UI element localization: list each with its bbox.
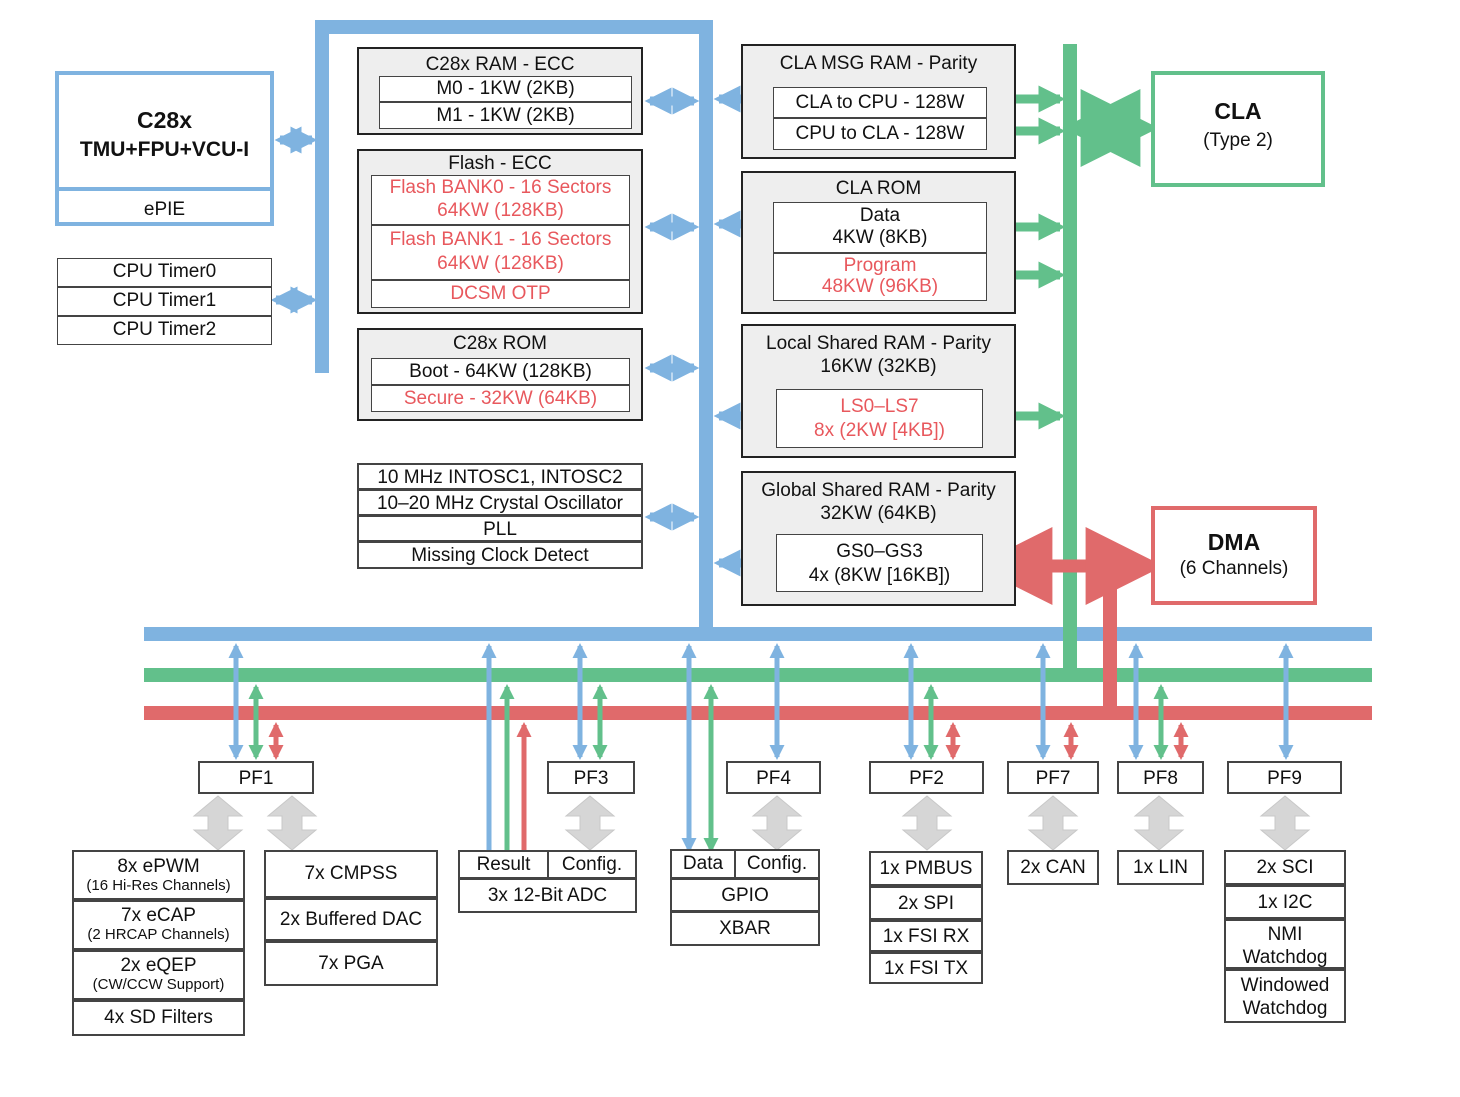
spi: 2x SPI xyxy=(869,886,983,920)
pf3-label: PF3 xyxy=(547,761,635,794)
secure-rom: Secure - 32KW (64KB) xyxy=(371,385,630,412)
gpio-data: Data xyxy=(670,849,736,879)
dma-subtitle: (6 Channels) xyxy=(1179,558,1289,579)
dcsm-otp: DCSM OTP xyxy=(371,280,630,308)
c28x-title: C28x xyxy=(137,107,192,133)
global-shared-ram-size: 32KW (64KB) xyxy=(820,503,937,524)
global-shared-ram-title: Global Shared RAM - Parity xyxy=(761,480,996,501)
dma-title: DMA xyxy=(1207,529,1261,555)
cpu-to-cla-ram: CPU to CLA - 128W xyxy=(773,118,987,150)
pf2-label: PF2 xyxy=(869,761,984,794)
cpu-timer-0: CPU Timer0 xyxy=(57,258,272,287)
pf7-label: PF7 xyxy=(1007,761,1099,794)
cla-msg-ram-title: CLA MSG RAM - Parity xyxy=(779,53,978,74)
gpio-config: Config. xyxy=(734,849,820,879)
sd-filters: 4x SD Filters xyxy=(72,1000,245,1036)
cla-title: CLA xyxy=(1214,98,1262,124)
cla-to-cpu-ram: CLA to CPU - 128W xyxy=(773,87,987,118)
xbar: XBAR xyxy=(670,911,820,946)
c28x-ram-title: C28x RAM - ECC xyxy=(425,54,575,75)
i2c: 1x I2C xyxy=(1224,885,1346,919)
cla-rom-title: CLA ROM xyxy=(835,178,922,199)
adc-name: 3x 12-Bit ADC xyxy=(458,878,637,913)
epie-label: ePIE xyxy=(143,199,186,220)
local-shared-ram-size: 16KW (32KB) xyxy=(820,356,937,377)
pf8-label: PF8 xyxy=(1117,761,1204,794)
cpu-bus xyxy=(144,20,1372,641)
gpio: GPIO xyxy=(670,878,820,912)
peripheral-red-taps xyxy=(268,722,1189,850)
lin: 1x LIN xyxy=(1117,850,1204,885)
epie-block xyxy=(59,187,270,191)
boot-rom: Boot - 64KW (128KB) xyxy=(371,358,630,385)
sci: 2x SCI xyxy=(1224,850,1346,885)
pf1-label: PF1 xyxy=(198,761,314,794)
cla-subtitle: (Type 2) xyxy=(1203,130,1273,151)
epwm: 8x ePWM(16 Hi-Res Channels) xyxy=(72,850,245,900)
c28x-rom-title: C28x ROM xyxy=(453,333,547,354)
peripheral-gray-arrows xyxy=(192,795,1311,851)
c28x-ram-block: C28x RAM - ECC M0 - 1KW (2KB) M1 - 1KW (… xyxy=(357,47,643,135)
local-shared-ram-block: Local Shared RAM - Parity 16KW (32KB) LS… xyxy=(741,324,1016,458)
pga: 7x PGA xyxy=(264,941,438,986)
pmbus: 1x PMBUS xyxy=(869,851,983,886)
m1-ram: M1 - 1KW (2KB) xyxy=(379,102,632,129)
cmpss: 7x CMPSS xyxy=(264,850,438,898)
adc-config: Config. xyxy=(547,850,637,879)
cla-block: CLA (Type 2) xyxy=(1151,71,1325,187)
local-shared-ram-title: Local Shared RAM - Parity xyxy=(766,333,991,354)
ecap: 7x eCAP(2 HRCAP Channels) xyxy=(72,900,245,950)
peripheral-green-taps xyxy=(248,684,1169,853)
cpu-timer-2: CPU Timer2 xyxy=(57,316,272,345)
crystal-oscillator: 10–20 MHz Crystal Oscillator xyxy=(357,489,643,516)
global-shared-ram-block: Global Shared RAM - Parity 32KW (64KB) G… xyxy=(741,471,1016,606)
adc-result: Result xyxy=(458,850,549,879)
cpu-timer-1: CPU Timer1 xyxy=(57,287,272,316)
fsi-tx: 1x FSI TX xyxy=(869,952,983,984)
fsi-rx: 1x FSI RX xyxy=(869,920,983,952)
c28x-rom-block: C28x ROM Boot - 64KW (128KB) Secure - 32… xyxy=(357,328,643,421)
c28x-subtitle: TMU+FPU+VCU-I xyxy=(79,138,250,161)
flash-title: Flash - ECC xyxy=(448,153,552,174)
dma-block: DMA (6 Channels) xyxy=(1151,506,1317,605)
missing-clock-detect: Missing Clock Detect xyxy=(357,541,643,569)
pll: PLL xyxy=(357,515,643,542)
m0-ram: M0 - 1KW (2KB) xyxy=(379,76,632,102)
eqep: 2x eQEP(CW/CCW Support) xyxy=(72,950,245,1000)
buffered-dac: 2x Buffered DAC xyxy=(264,898,438,941)
intosc: 10 MHz INTOSC1, INTOSC2 xyxy=(357,463,643,490)
pf4-label: PF4 xyxy=(726,761,821,794)
c28x-cpu-block: C28x TMU+FPU+VCU-I ePIE xyxy=(55,71,274,226)
can: 2x CAN xyxy=(1007,850,1099,885)
peripheral-blue-taps xyxy=(228,643,1294,853)
pf9-label: PF9 xyxy=(1227,761,1342,794)
cla-msg-ram-block: CLA MSG RAM - Parity CLA to CPU - 128W C… xyxy=(741,44,1016,159)
